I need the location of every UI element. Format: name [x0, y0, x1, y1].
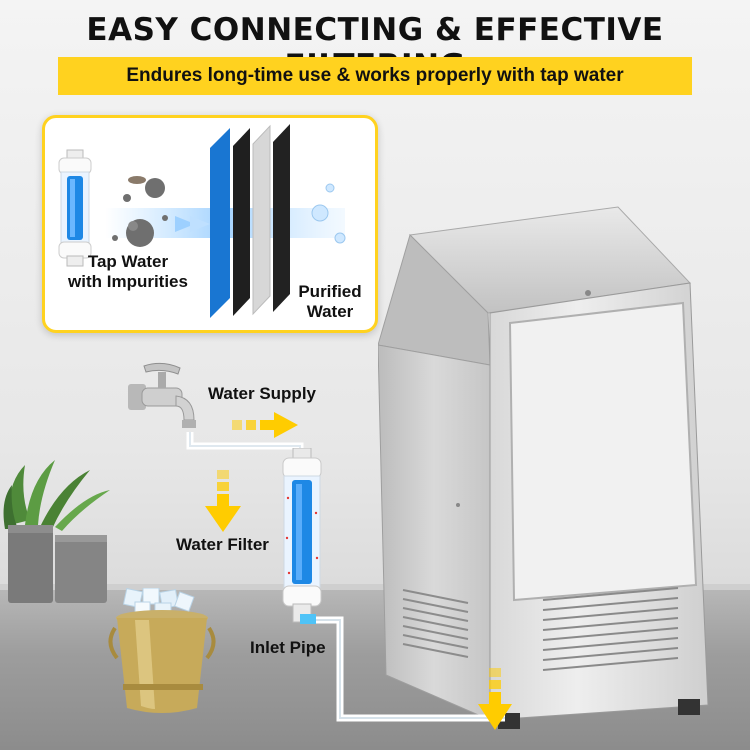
arrow-down-icon — [205, 470, 241, 532]
potted-plants-image — [3, 460, 110, 603]
water-filter-cartridge — [282, 448, 322, 624]
filtration-illustration — [58, 124, 346, 318]
arrow-right-icon — [232, 412, 298, 438]
ice-bucket-image — [108, 588, 216, 713]
arrow-down-icon — [478, 668, 512, 730]
purified-water-label: Purified Water — [298, 282, 362, 321]
filtration-diagram: Tap Water with Impurities Purified Water — [42, 115, 378, 333]
subtitle-banner: Endures long-time use & works properly w… — [58, 57, 692, 95]
tap-water-label: Tap Water with Impurities — [68, 252, 188, 291]
inlet-pipe-label: Inlet Pipe — [250, 638, 326, 657]
ice-machine-image — [378, 206, 709, 729]
faucet-icon — [128, 362, 196, 428]
baseboard — [0, 584, 750, 592]
water-filter-label: Water Filter — [176, 535, 269, 554]
water-supply-label: Water Supply — [208, 384, 316, 403]
